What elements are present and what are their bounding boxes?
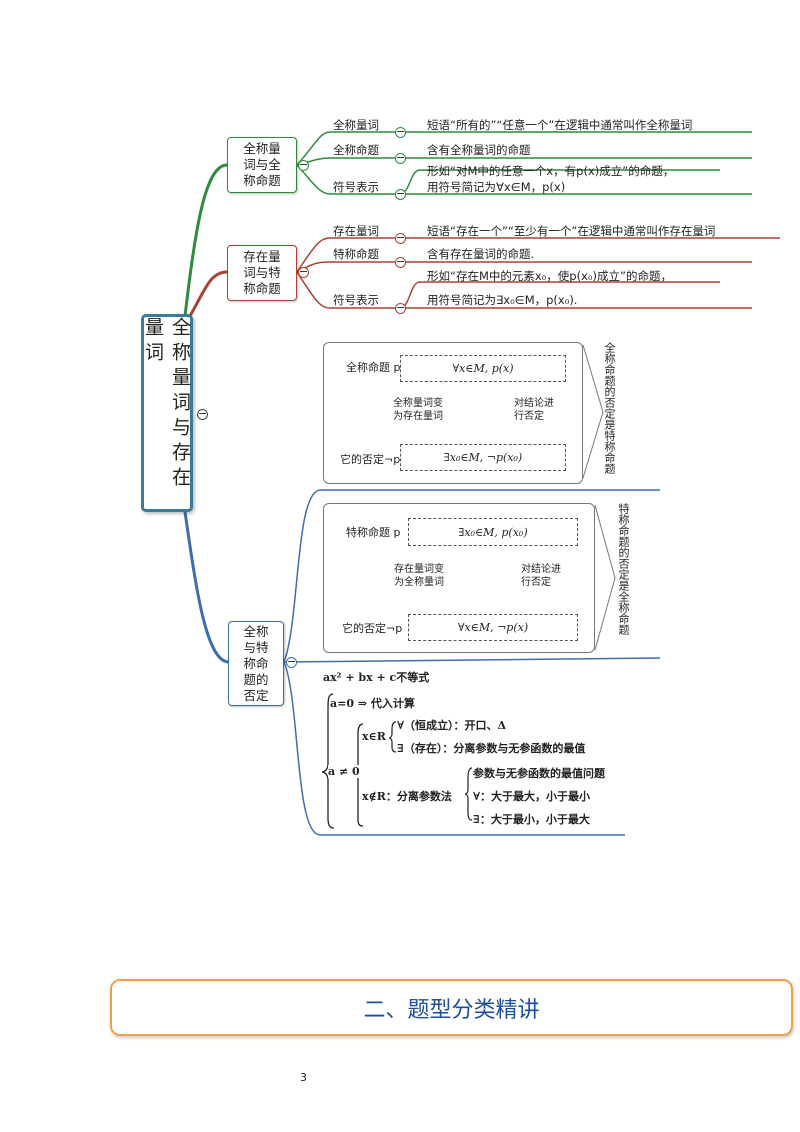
negation-panel-universal bbox=[323, 342, 583, 484]
panel2-left-bottom: 它的否定¬p bbox=[342, 622, 403, 635]
node-existential-notation[interactable]: 符号表示 bbox=[333, 293, 379, 307]
branch-universal-quantifier[interactable]: 全称量 词与全 称命题 bbox=[227, 137, 297, 193]
collapse-icon[interactable]: − bbox=[395, 255, 406, 268]
panel1-note-right: 对结论进 行否定 bbox=[514, 397, 554, 423]
inequality-option: ∃：大于最小，小于最大 bbox=[473, 813, 590, 826]
note-line: 行否定 bbox=[514, 411, 544, 422]
panel2-note-right: 对结论进 行否定 bbox=[521, 563, 561, 589]
branch-title-line: 称命题 bbox=[243, 281, 281, 296]
note-line: 对结论进 bbox=[514, 398, 554, 409]
inequality-option: ∀：大于最大，小于最小 bbox=[473, 790, 591, 803]
panel1-side-caption: 全称命题的否定是特称命题 bbox=[603, 342, 616, 474]
panel2-left-top: 特称命题 p bbox=[346, 526, 401, 539]
branch-negation[interactable]: 全称 与特 称命 题的 否定 bbox=[228, 621, 284, 706]
branch-title-line: 词与特 bbox=[243, 265, 281, 280]
inequality-a-nonzero: a ≠ 0 bbox=[328, 765, 360, 778]
node-universal-notation-desc: 形如“对M中的任意一个x，有p(x)成立”的命题， bbox=[427, 164, 675, 178]
branch-title-line: 存在量 bbox=[243, 249, 281, 264]
inequality-exists: ∃（存在）：分离参数与无参函数的最值 bbox=[397, 742, 586, 755]
collapse-icon[interactable]: − bbox=[395, 151, 406, 164]
branch-title-line: 全称量 bbox=[243, 141, 281, 156]
note-line: 全称量词变 bbox=[393, 398, 443, 409]
inequality-title: ax² + bx + c不等式 bbox=[323, 671, 430, 684]
node-existential-quantifier[interactable]: 存在量词 bbox=[333, 224, 379, 238]
node-existential-notation-desc: 形如“存在M中的元素x₀，使p(x₀)成立”的命题， bbox=[427, 269, 672, 283]
node-universal-quantifier[interactable]: 全称量词 bbox=[333, 118, 379, 132]
collapse-icon[interactable]: − bbox=[197, 407, 208, 420]
branch-title-line: 否定 bbox=[243, 687, 269, 703]
inequality-x-in-r: x∈R bbox=[362, 730, 386, 743]
page-number: 3 bbox=[300, 1071, 307, 1084]
note-line: 行否定 bbox=[521, 577, 551, 588]
node-existential-proposition-desc: 含有存在量词的命题. bbox=[427, 247, 535, 261]
node-existential-quantifier-desc: 短语“存在一个”“至少有一个”在逻辑中通常叫作存在量词 bbox=[427, 224, 716, 238]
branch-title-line: 与特 bbox=[243, 639, 269, 655]
note-line: 为存在量词 bbox=[393, 411, 443, 422]
panel2-note-left: 存在量词变 为全称量词 bbox=[394, 563, 444, 589]
note-line: 为全称量词 bbox=[394, 577, 444, 588]
panel2-side-caption: 特称命题的否定是全称命题 bbox=[617, 503, 630, 635]
node-existential-proposition[interactable]: 特称命题 bbox=[333, 247, 379, 261]
collapse-icon[interactable]: − bbox=[395, 187, 406, 200]
section-title: 二、题型分类精讲 bbox=[363, 997, 540, 1023]
note-line: 对结论进 bbox=[521, 564, 561, 575]
node-universal-proposition-desc: 含有全称量词的命题 bbox=[427, 143, 531, 157]
inequality-a-zero: a=0 ⇒ 代入计算 bbox=[330, 697, 415, 710]
panel1-left-bottom: 它的否定¬p bbox=[340, 453, 401, 466]
collapse-icon[interactable]: − bbox=[298, 265, 309, 278]
note-line: 存在量词变 bbox=[394, 564, 444, 575]
node-universal-quantifier-desc: 短语“所有的”“任意一个”在逻辑中通常叫作全称量词 bbox=[427, 118, 693, 132]
branch-title-line: 全称 bbox=[243, 623, 269, 639]
panel2-box-top: ∃x₀∈M, p(x₀) bbox=[408, 518, 578, 546]
root-topic[interactable]: 全称量词与存在量词 bbox=[141, 314, 193, 512]
collapse-icon[interactable]: − bbox=[395, 231, 406, 244]
section-title-box: 二、题型分类精讲 bbox=[110, 979, 793, 1036]
branch-title-line: 题的 bbox=[243, 671, 269, 687]
panel2-box-bottom: ∀x∈M, ¬p(x) bbox=[408, 614, 578, 641]
node-existential-notation-desc: 用符号简记为∃x₀∈M，p(x₀). bbox=[427, 293, 578, 307]
collapse-icon[interactable]: − bbox=[395, 125, 406, 138]
collapse-icon[interactable]: − bbox=[395, 301, 406, 314]
node-universal-notation[interactable]: 符号表示 bbox=[333, 180, 379, 194]
negation-panel-existential bbox=[323, 503, 595, 653]
panel1-box-top: ∀x∈M, p(x) bbox=[400, 355, 566, 382]
panel1-box-bottom: ∃x₀∈M, ¬p(x₀) bbox=[400, 444, 566, 471]
collapse-icon[interactable]: − bbox=[298, 158, 309, 171]
node-universal-proposition[interactable]: 全称命题 bbox=[333, 143, 379, 157]
root-title: 全称量词与存在量词 bbox=[142, 317, 191, 492]
branch-title-line: 称命 bbox=[243, 655, 269, 671]
node-universal-notation-desc: 用符号简记为∀x∈M，p(x) bbox=[427, 180, 566, 194]
inequality-forall: ∀（恒成立）：开口、Δ bbox=[397, 719, 507, 732]
collapse-icon[interactable]: − bbox=[286, 655, 297, 668]
branch-title-line: 词与全 bbox=[243, 157, 281, 172]
branch-title-line: 称命题 bbox=[243, 173, 281, 188]
branch-existential-quantifier[interactable]: 存在量 词与特 称命题 bbox=[227, 245, 297, 301]
inequality-x-not-in-r: x∉R：分离参数法 bbox=[362, 790, 452, 803]
panel1-note-left: 全称量词变 为存在量词 bbox=[393, 397, 443, 423]
inequality-option: 参数与无参函数的最值问题 bbox=[473, 767, 605, 780]
panel1-left-top: 全称命题 p bbox=[346, 361, 401, 374]
